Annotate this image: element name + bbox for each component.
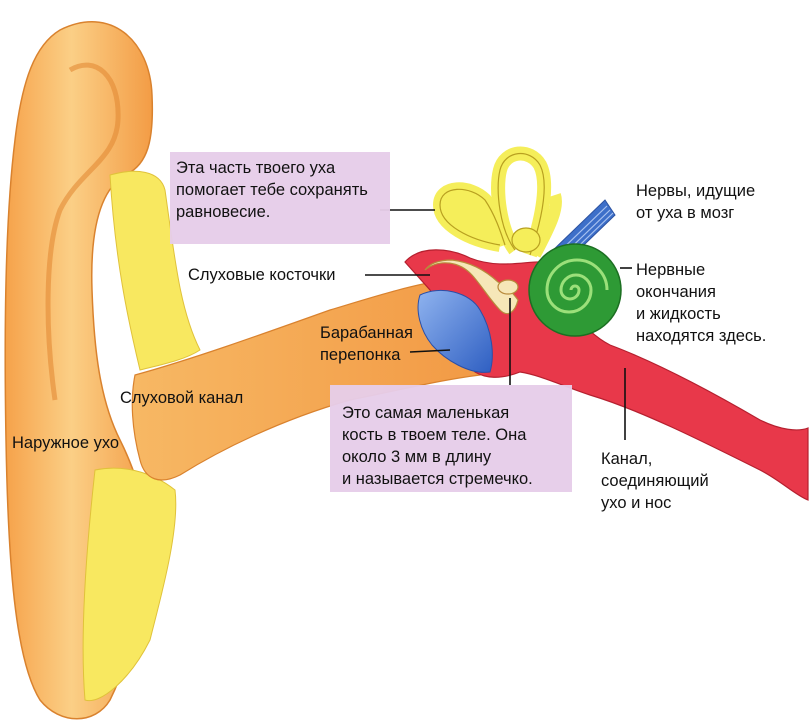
eustachian-tube-label: Канал, соединяющий ухо и нос: [601, 450, 709, 512]
leader-lines: [365, 209, 632, 440]
stirrup-shape: [497, 279, 519, 295]
eardrum-shape: [417, 289, 493, 373]
outer-ear-fold: [45, 62, 121, 401]
ossicles-shape: [424, 259, 519, 315]
outer-ear-label: Наружное ухо: [12, 434, 120, 452]
balance-note-label: Эта часть твоего уха помогает тебе сохра…: [176, 159, 368, 221]
cartilage-upper: [109, 170, 201, 371]
ossicles-label: Слуховые косточки: [188, 266, 336, 284]
cartilage-lower: [82, 467, 177, 702]
nerve-endings-label: Нервные окончания и жидкость находятся з…: [636, 261, 767, 345]
semicircular-canals: [432, 146, 562, 258]
eardrum-label: Барабанная перепонка: [320, 324, 413, 364]
stirrup-note-box: [330, 385, 572, 492]
cochlea-spiral: [545, 258, 609, 314]
nerves-label: Нервы, идущие от уха в мозг: [636, 182, 756, 222]
stirrup-note-label: Это самая маленькая кость в твоем теле. …: [342, 404, 533, 488]
ear-canal-label: Слуховой канал: [120, 389, 244, 407]
balance-note-box: [170, 152, 390, 244]
